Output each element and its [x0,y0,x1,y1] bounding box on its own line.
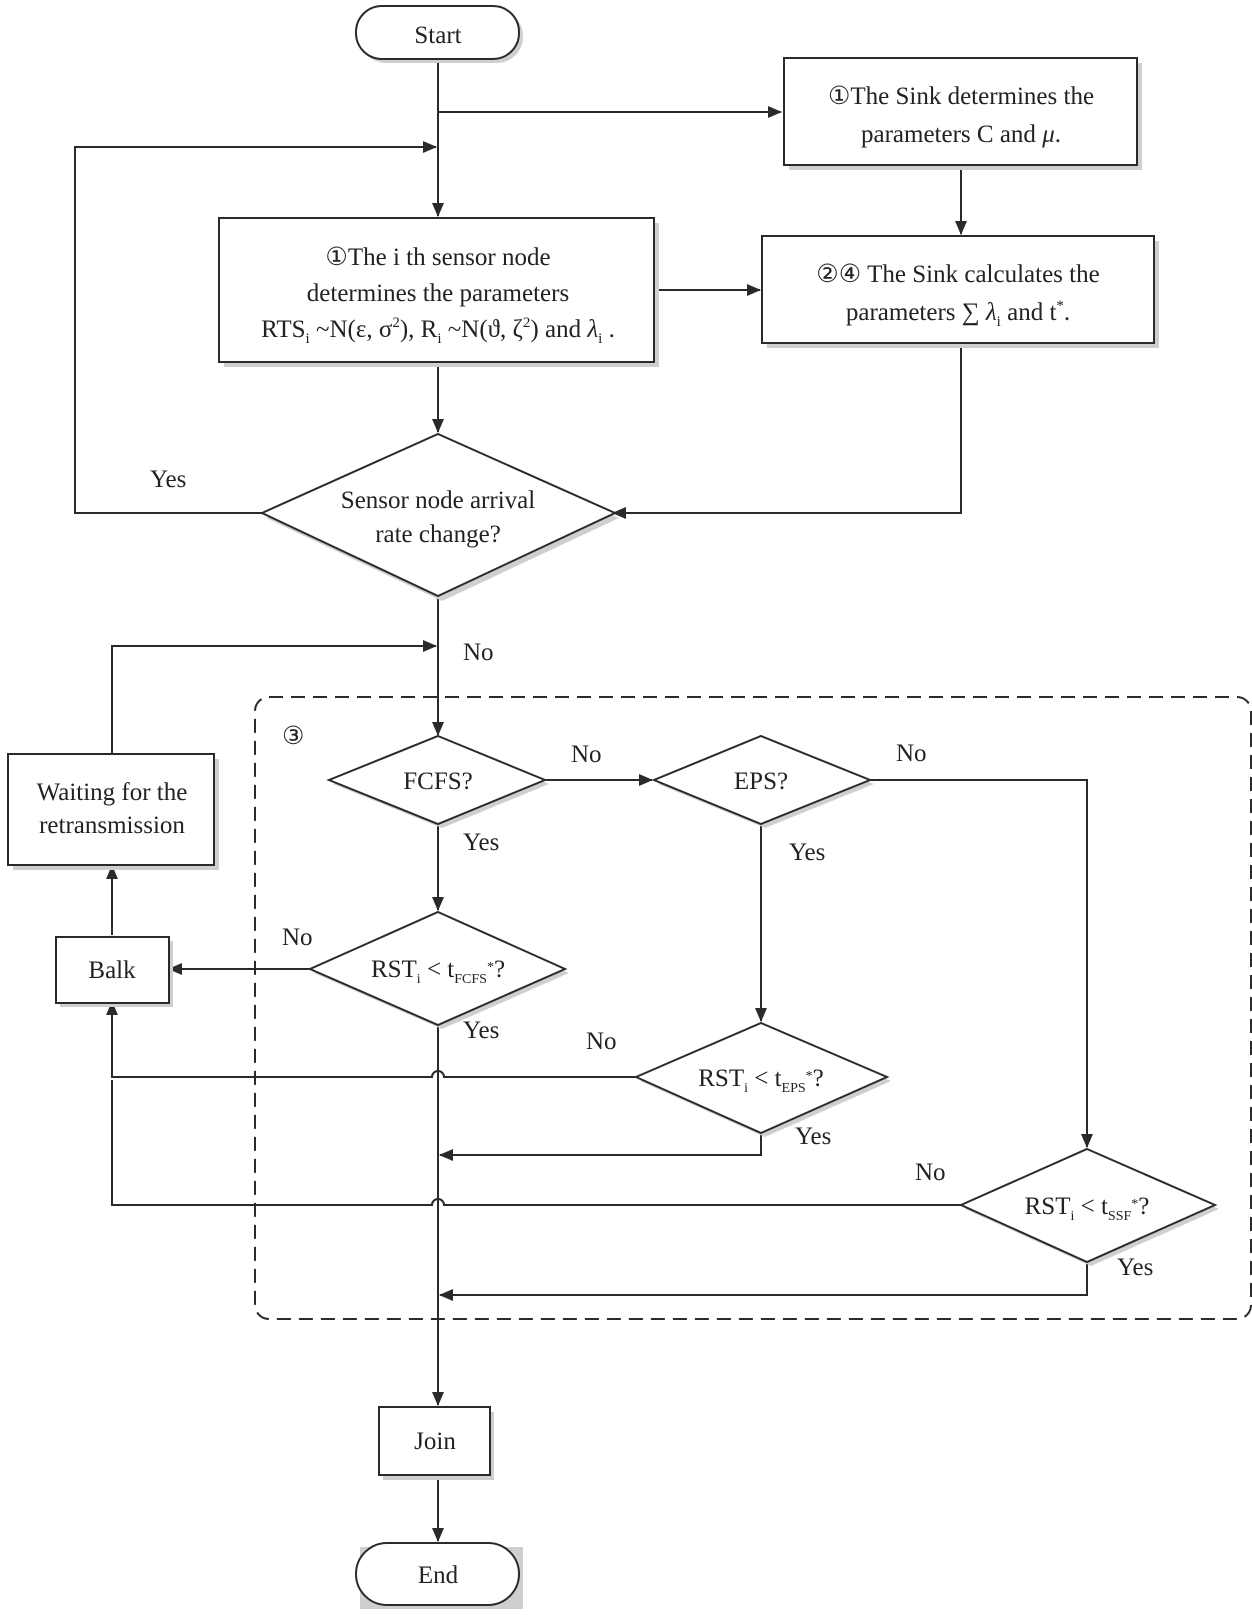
sink-calc-line2: parameters ∑ λi and t*. [846,298,1070,330]
label-no-eps: No [896,740,927,767]
waiting-box: Waiting for the retransmission [7,753,219,870]
arrival-change-line2: rate change? [375,521,501,548]
rst-ssf-label: RSTi < tSSF*? [1025,1193,1150,1224]
label-no-fcfs: No [571,741,602,768]
edge-arrival-yes-loop [74,141,437,514]
edge-rst-eps-no-to-balk [106,1001,636,1078]
start-terminal: Start [355,5,523,63]
edge-rst-ssf-yes-to-trunk [439,1262,1088,1301]
step-marker: ① [325,244,347,271]
edge-eps-no-to-rst-ssf [870,779,1093,1148]
edge-rst-ssf-no-to-balk [111,1080,961,1206]
label-yes-fcfs: Yes [463,829,499,856]
balk-box: Balk [55,936,173,1007]
label-yes-rst-eps: Yes [795,1123,831,1150]
rst-fcfs-decision: RSTi < tFCFS*? [307,910,569,1029]
edge-sink-calc-to-arrival-decision [612,343,962,519]
label-yes-arrival: Yes [150,466,186,493]
waiting-line2: retransmission [39,812,185,839]
rst-ssf-decision: RSTi < tSSF*? [958,1147,1219,1266]
label-yes-eps: Yes [789,839,825,866]
sensor-params-line3: RTSi ~N(ε, σ2), Ri ~N(ϑ, ζ2) and λi . [261,315,615,347]
eps-decision: EPS? [651,734,874,828]
label-no-rst-fcfs: No [282,924,313,951]
label-no-rst-eps: No [586,1028,617,1055]
scheduling-region [254,696,1252,1320]
rst-eps-decision: RSTi < tEPS*? [633,1021,891,1137]
label-yes-rst-ssf: Yes [1117,1254,1153,1281]
waiting-line1: Waiting for the [37,779,188,806]
join-label: Join [414,1428,456,1455]
arrival-change-decision: Sensor node arrival rate change? [259,432,619,601]
edge-waiting-to-trunk [111,640,437,753]
sink-params-line1: ①The Sink determines the [828,83,1094,110]
edge-labels: Yes No No Yes No Yes No Yes No Yes No Ye… [150,466,1153,1281]
rst-eps-label: RSTi < tEPS*? [698,1065,824,1096]
sink-params-line2: parameters C and μ. [861,121,1061,148]
join-box: Join [378,1406,494,1480]
step-marker: ① [828,83,850,110]
connectors [74,60,1093,1542]
sink-params-box: ①The Sink determines the parameters C an… [783,57,1142,170]
edge-rst-eps-yes-to-trunk [439,1133,762,1161]
end-terminal: End [355,1542,523,1609]
start-label: Start [414,22,461,49]
end-label: End [418,1562,459,1589]
balk-label: Balk [88,957,136,984]
fcfs-label: FCFS? [403,768,472,795]
sensor-params-line2: determines the parameters [307,280,569,307]
rst-fcfs-label: RSTi < tFCFS*? [371,956,505,987]
arrival-change-line1: Sensor node arrival [341,487,535,514]
label-no-rst-ssf: No [915,1159,946,1186]
sensor-params-line1: ①The i th sensor node [325,244,550,271]
fcfs-decision: FCFS? [326,734,549,828]
label-no-arrival: No [463,639,494,666]
eps-label: EPS? [734,768,788,795]
sensor-params-box: ①The i th sensor node determines the par… [218,217,659,367]
region-marker-label: ③ [282,723,304,750]
label-yes-rst-fcfs: Yes [463,1017,499,1044]
step-marker: ②④ [816,261,861,288]
